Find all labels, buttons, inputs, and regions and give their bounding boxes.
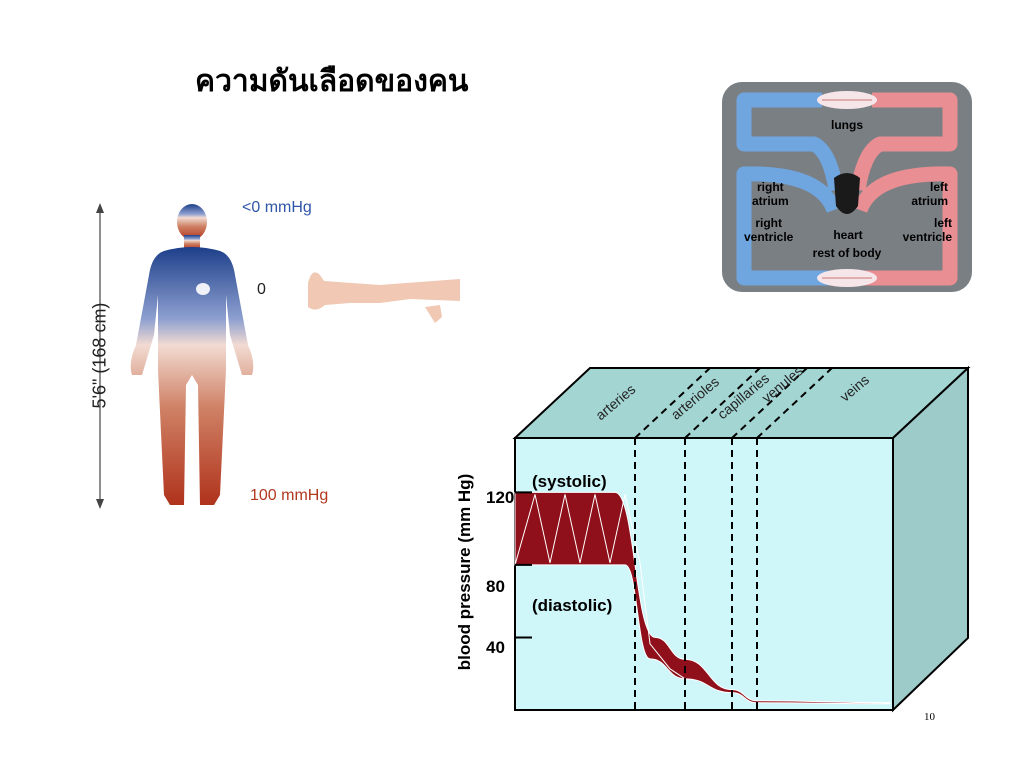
pulse-waveform [514, 494, 686, 680]
divider-top-2 [684, 367, 761, 439]
left-atrium-line-2: atrium [911, 194, 948, 208]
heart-shape [834, 173, 860, 214]
diastolic-label: (diastolic) [532, 596, 613, 615]
right-ventricle-line-2: ventricle [744, 230, 794, 244]
lungs-label: lungs [831, 118, 863, 132]
standing-person [130, 204, 254, 505]
lying-person [308, 272, 460, 323]
rest-of-body-label: rest of body [812, 246, 882, 260]
divider-top-1 [634, 367, 711, 439]
tick-label-120: 120 [486, 488, 515, 507]
chart-front-face [514, 437, 894, 711]
body-capillaries [817, 269, 877, 287]
tick-label-40: 40 [486, 638, 505, 657]
heart-label: heart [833, 228, 863, 242]
left-ventricle-line-1: left [934, 216, 952, 230]
divider-top-3 [731, 367, 808, 439]
right-atrium-line-1: right [757, 180, 784, 194]
right-atrium-line-2: atrium [752, 194, 789, 208]
y-axis-ticks [515, 491, 532, 639]
height-arrow [96, 203, 104, 509]
systolic-label: (systolic) [532, 472, 607, 491]
left-ventricle-label: left ventricle [874, 216, 952, 244]
left-ventricle-line-2: ventricle [902, 230, 952, 244]
pressure-chart: blood pressure (mm Hg) 120 80 40 (systol… [440, 360, 980, 720]
pressure-band [514, 491, 891, 705]
pressure-label-heart: 0 [257, 281, 266, 298]
pressure-chart-svg [512, 365, 971, 713]
pressure-label-feet: 100 mmHg [250, 487, 329, 504]
divider-top-4 [756, 367, 833, 439]
segment-dividers [634, 367, 833, 710]
heart-marker [196, 283, 210, 295]
posture-graphic [96, 203, 460, 509]
lung-capillaries [817, 91, 877, 109]
arterial-vessels [850, 92, 958, 286]
height-label: 5'6" (168 cm) [89, 302, 110, 409]
page-number: 10 [924, 711, 935, 723]
right-ventricle-label: right ventricle [744, 216, 793, 244]
right-atrium-label: right atrium [752, 180, 789, 208]
circulation-diagram: lungs right atrium left atrium right ven… [722, 82, 972, 292]
left-atrium-label: left atrium [882, 180, 948, 208]
pressure-label-top: <0 mmHg [242, 199, 312, 216]
venous-vessels [736, 92, 844, 286]
posture-figure: 5'6" (168 cm) <0 mmHg 0 100 mmHg [80, 195, 460, 525]
y-axis-label: blood pressure (mm Hg) [455, 473, 474, 671]
left-atrium-line-1: left [930, 180, 948, 194]
slide-title: ความดันเลือดของคน [195, 64, 469, 99]
circulation-graphic [722, 82, 972, 292]
right-ventricle-line-1: right [755, 216, 783, 230]
tick-label-80: 80 [486, 577, 505, 596]
